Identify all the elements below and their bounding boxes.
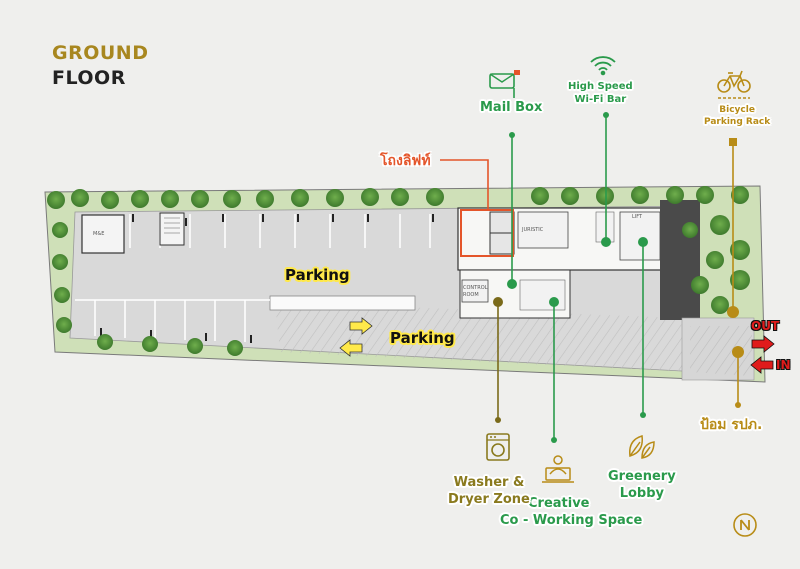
leader-dots [493,112,744,443]
lift-lobby-highlight [460,209,514,257]
wifi-label: High Speed Wi-Fi Bar [568,80,633,106]
greenery-label-line1: Greenery [608,469,676,484]
washer-label: Washer & Dryer Zone [448,474,530,508]
laptop-person-icon [542,455,574,483]
lift-lobby-leader [440,159,489,210]
north-arrow-icon [733,513,757,537]
washing-machine-icon [486,433,510,461]
washer-label-line1: Washer & [453,475,525,490]
room-lift-sign: LIFT [632,214,643,220]
bicycle-label-line1: Bicycle [719,105,755,115]
bicycle-icon [717,70,751,99]
title-floor: FLOOR [52,67,126,89]
cowork-label: Creative Co - Working Space [500,495,642,529]
parking-label-lower: Parking [390,329,455,347]
me-room [81,212,185,254]
parking-label-upper: Parking [285,266,350,284]
bicycle-label: Bicycle Parking Rack [704,104,770,128]
cowork-label-line1: Creative [528,496,590,511]
title-ground: GROUND [52,42,149,64]
in-label: IN [776,358,791,372]
bicycle-label-line2: Parking Rack [704,117,771,127]
lift-lobby-label: โถงลิฟท์ [380,153,431,169]
building-core [457,200,700,320]
wifi-label-line1: High Speed [568,81,633,92]
washer-label-line2: Dryer Zone [448,492,530,507]
leaves-icon [629,435,655,459]
mailbox-label: Mail Box [480,100,543,115]
mailbox-icon [489,70,520,98]
wifi-label-line2: Wi-Fi Bar [574,94,627,105]
guard-label: ป้อม รปภ. [700,417,763,433]
greenery-label-line2: Lobby [619,486,664,501]
greenery-label: Greenery Lobby [608,468,676,502]
leader-lines [497,115,739,440]
wifi-icon [590,56,616,76]
room-juristic: JURISTIC [522,227,544,233]
out-label: OUT [751,319,780,333]
room-me: M&E [93,231,105,237]
trees [47,186,750,356]
cowork-label-line2: Co - Working Space [500,513,643,528]
traffic-arrows [339,317,373,357]
entry-exit-arrows [750,335,775,374]
room-control: CONTROL ROOM [463,285,488,298]
